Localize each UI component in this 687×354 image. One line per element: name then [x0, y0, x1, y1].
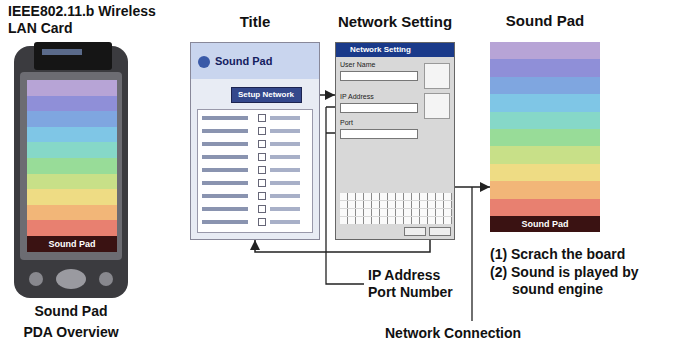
- list-row: [270, 220, 300, 224]
- color-band: [490, 129, 600, 147]
- app-title: Sound Pad: [215, 55, 272, 68]
- check-box: [258, 114, 266, 122]
- keyboard-row: [340, 193, 452, 200]
- field-label: Port: [340, 118, 353, 127]
- input-field: [340, 71, 418, 81]
- keyboard-row: [340, 209, 452, 216]
- screen-button: [429, 227, 451, 236]
- wlan-card-stripe: [42, 49, 82, 55]
- leader-line: [471, 187, 472, 321]
- check-box: [258, 179, 266, 187]
- check-box: [258, 140, 266, 148]
- list-row: [202, 220, 248, 224]
- screen-heading: Title: [240, 13, 271, 31]
- list-row: [202, 168, 248, 172]
- list-row: [270, 155, 300, 159]
- color-band: [490, 94, 600, 112]
- list-row: [270, 129, 300, 133]
- list-row: [270, 181, 300, 185]
- flow-arrow: [455, 186, 490, 188]
- input-field: [340, 129, 418, 139]
- list-row: [270, 116, 300, 120]
- input-field: [340, 103, 418, 113]
- screen-heading: Sound Pad: [506, 12, 584, 30]
- color-band: [490, 164, 600, 182]
- check-box: [258, 127, 266, 135]
- callout-label: Network Connection: [385, 325, 521, 342]
- button-text: Setup Network: [238, 90, 295, 100]
- pda-button: [99, 272, 113, 286]
- color-band: [27, 96, 117, 112]
- color-band: [490, 199, 600, 217]
- color-band: [490, 112, 600, 130]
- step-note: (1) Scrach the board: [490, 246, 625, 263]
- color-band: [27, 205, 117, 221]
- pda-button: [29, 272, 43, 286]
- list-row: [202, 116, 248, 120]
- color-band: [27, 174, 117, 190]
- color-band: [27, 142, 117, 158]
- wlan-card: [34, 42, 112, 70]
- check-box: [258, 192, 266, 200]
- list-row: [202, 181, 248, 185]
- screen-button: [404, 227, 426, 236]
- color-band: [490, 59, 600, 77]
- callout-label: IP Address Port Number: [368, 267, 468, 301]
- check-box: [258, 153, 266, 161]
- pda-button: [56, 269, 86, 289]
- color-band: [27, 189, 117, 205]
- pda-body: [14, 46, 128, 298]
- keyboard-row: [340, 217, 452, 224]
- check-box: [258, 166, 266, 174]
- color-band: [27, 80, 117, 96]
- list-row: [202, 142, 248, 146]
- sound-pad-screen: Sound PadSound Pad: [490, 42, 600, 232]
- color-band: [490, 181, 600, 199]
- option-box: [424, 63, 450, 89]
- pda-screen: Sound Pad: [27, 80, 117, 252]
- app-icon: [198, 56, 210, 68]
- field-label: User Name: [340, 60, 375, 69]
- screen-title-bar: Sound Pad: [490, 216, 600, 232]
- setup-button: Setup Network: [231, 87, 302, 103]
- pda-frame: [20, 72, 122, 260]
- field-label: IP Address: [340, 92, 374, 101]
- keyboard-row: [340, 201, 452, 208]
- check-box: [258, 218, 266, 226]
- device-label: PDA Overview: [0, 324, 142, 341]
- color-band: [27, 220, 117, 236]
- window-title-bar: Network Setting: [336, 43, 454, 57]
- title-screen: TitleSound PadSetup Network: [190, 42, 320, 240]
- list-row: [270, 194, 300, 198]
- color-band: [490, 42, 600, 60]
- list-row: [202, 207, 248, 211]
- list-row: [270, 142, 300, 146]
- option-box: [424, 93, 450, 119]
- color-band: [490, 77, 600, 95]
- step-note: (2) Sound is played by sound engine: [490, 264, 676, 298]
- network-screen: Network SettingNetwork SettingUser NameI…: [335, 42, 455, 240]
- color-band: [27, 127, 117, 143]
- component-label: IEEE802.11.b Wireless LAN Card: [8, 3, 158, 37]
- color-band: [27, 158, 117, 174]
- check-box: [258, 205, 266, 213]
- device-label: Sound Pad: [0, 303, 142, 320]
- list-row: [202, 194, 248, 198]
- list-row: [202, 129, 248, 133]
- screen-title-bar: Sound Pad: [27, 236, 117, 252]
- list-panel: [197, 109, 313, 233]
- list-row: [202, 155, 248, 159]
- color-band: [490, 146, 600, 164]
- list-row: [270, 207, 300, 211]
- screen-heading: Network Setting: [338, 13, 452, 31]
- flow-arrow: [255, 240, 430, 252]
- list-row: [270, 168, 300, 172]
- color-band: [27, 111, 117, 127]
